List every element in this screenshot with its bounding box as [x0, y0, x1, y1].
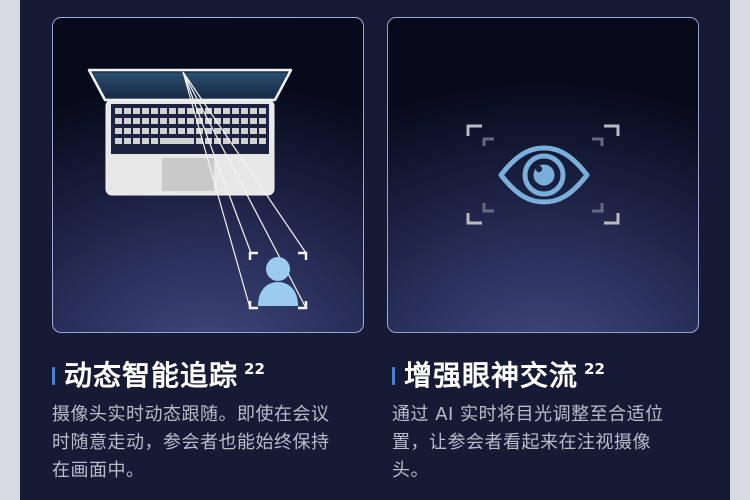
- person-icon: [258, 257, 298, 306]
- accent-bar: [392, 367, 395, 385]
- feature-description: 摄像头实时动态跟随。即使在会议时随意走动，参会者也能始终保持在画面中。: [52, 404, 330, 481]
- outer-frame-icon: [466, 124, 620, 225]
- feature-eye-contact: 增强眼神交流 22 通过 AI 实时将目光调整至合适位置，让参会者看起来在注视摄…: [392, 356, 712, 485]
- footnote-marker: 22: [584, 360, 605, 378]
- laptop-icon: [87, 68, 293, 196]
- feature-dynamic-tracking: 动态智能追踪 22 摄像头实时动态跟随。即使在会议时随意走动，参会者也能始终保持…: [52, 356, 372, 485]
- eye-icon: [498, 145, 590, 205]
- inner-frame-icon: [482, 137, 604, 213]
- feature-title: 增强眼神交流: [404, 359, 579, 392]
- laptop-tracking-illustration: [87, 68, 308, 310]
- feature-description: 通过 AI 实时将目光调整至合适位置，让参会者看起来在注视摄像头。: [392, 404, 664, 481]
- feature-panel: 动态智能追踪 22 摄像头实时动态跟随。即使在会议时随意走动，参会者也能始终保持…: [20, 0, 730, 500]
- feature-title: 动态智能追踪: [64, 359, 239, 392]
- accent-bar: [52, 367, 55, 385]
- keyboard-row: [115, 108, 266, 114]
- eye-contact-illustration: [466, 124, 620, 225]
- footnote-marker: 22: [244, 360, 265, 378]
- focus-frame-icon: [248, 251, 308, 310]
- tracking-illustration-card: [52, 17, 364, 333]
- eye-contact-illustration-card: [387, 17, 699, 333]
